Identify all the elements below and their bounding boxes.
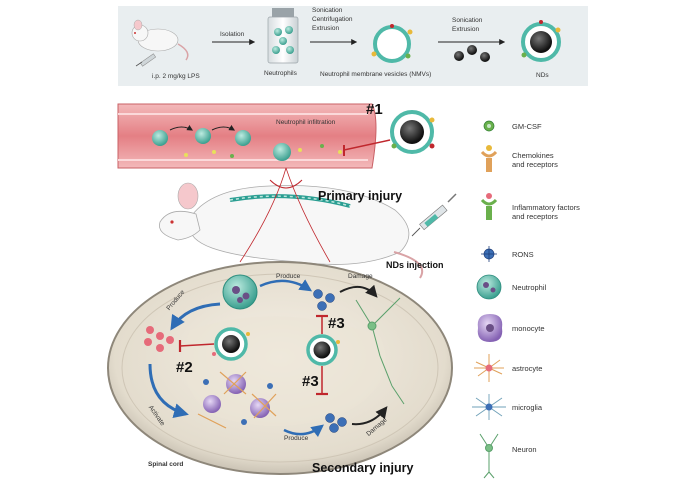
rolling-neutrophil <box>235 130 251 146</box>
neutrophil-icon <box>476 274 502 300</box>
rons-cluster-bottom <box>325 413 347 433</box>
nds-caption: NDs <box>536 72 549 79</box>
spinal-neutrophil <box>222 274 258 310</box>
nmv-vesicle-icon <box>371 24 413 63</box>
legend-label-neutrophil: Neutrophil <box>512 283 547 292</box>
nd-particle-2 <box>212 327 250 361</box>
workflow-band: i.p. 2 mg/kg LPS Isolation Neutrophils S… <box>118 6 588 86</box>
rolling-neutrophil <box>195 128 211 144</box>
secondary-injury-label: Secondary injury <box>312 461 413 475</box>
marker-3b: #3 <box>302 373 319 390</box>
inhibit-infiltration <box>343 139 391 151</box>
blood-vessel <box>117 103 377 169</box>
infiltration-label: Neutrophil infiltration <box>276 119 336 126</box>
gm-csf-icon <box>483 120 495 132</box>
rons-cluster-top <box>313 289 335 311</box>
chemokine-receptor-icon <box>480 145 498 172</box>
legend-label-inflammatory-2: and receptors <box>512 212 558 221</box>
primary-injury-label: Primary injury <box>318 189 402 203</box>
legend-label-gm-csf: GM-CSF <box>512 122 542 131</box>
legend: GM-CSF Chemokines and receptors Inflamma… <box>472 120 580 479</box>
produce-label-3: Produce <box>284 435 309 442</box>
microglia-icon <box>472 394 506 420</box>
produce-arrow-top <box>259 279 313 292</box>
activated-glia-cluster <box>197 371 277 429</box>
damage-label-1: Damage <box>348 273 373 280</box>
step3-line-1: Sonication <box>452 17 483 24</box>
marker-2: #2 <box>176 359 193 376</box>
lps-caption: i.p. 2 mg/kg LPS <box>152 73 200 80</box>
rolling-neutrophil <box>152 130 168 146</box>
nd-particle-3 <box>306 334 340 366</box>
legend-label-chemokines-2: and receptors <box>512 160 558 169</box>
activate-arrow <box>148 363 189 419</box>
marker-1: #1 <box>366 101 383 118</box>
inflammatory-factors-cluster <box>144 326 174 352</box>
monocyte-icon <box>477 314 503 342</box>
legend-label-inflammatory-1: Inflammatory factors <box>512 203 580 212</box>
mouse-icon <box>131 19 189 61</box>
step2-line-3: Extrusion <box>312 25 339 32</box>
neutrophil-bottle-icon <box>267 8 299 64</box>
step3-line-2: Extrusion <box>452 26 479 33</box>
rons-icon <box>481 246 497 262</box>
transmigrating-neutrophil <box>273 143 291 161</box>
legend-label-astrocyte: astrocyte <box>512 364 542 373</box>
produce-arrow-left <box>170 302 221 331</box>
produce-arrow-bottom <box>283 424 324 438</box>
neuron-top <box>355 297 405 405</box>
legend-label-monocyte: monocyte <box>512 324 545 333</box>
inflammatory-receptor-icon <box>480 193 498 220</box>
marker-3a: #3 <box>328 315 345 332</box>
injection-syringe-icon <box>411 193 457 237</box>
step2-line-1: Sonication <box>312 7 343 14</box>
damage-arrow-bottom <box>351 406 388 426</box>
legend-label-chemokines-1: Chemokines <box>512 151 554 160</box>
neuron-icon <box>479 433 499 479</box>
neutrophils-caption: Neutrophils <box>264 70 298 77</box>
spinal-cord-label: Spinal cord <box>148 461 183 468</box>
nmv-caption: Neutrophil membrane vesicles (NMVs) <box>320 71 431 78</box>
legend-label-neuron: Neuron <box>512 445 537 454</box>
legend-label-microglia: microglia <box>512 403 543 412</box>
damage-arrow-top <box>339 284 378 298</box>
legend-label-rons: RONS <box>512 250 534 259</box>
produce-label-1: Produce <box>276 273 301 280</box>
injured-mouse <box>159 167 424 279</box>
astrocyte-icon <box>474 354 504 382</box>
nanoparticle-cores-icon <box>454 45 490 62</box>
isolation-label: Isolation <box>220 31 245 38</box>
injection-label: NDs injection <box>386 260 444 270</box>
workflow-background <box>118 6 588 86</box>
syringe-icon <box>135 53 157 67</box>
nd-particle-icon <box>521 20 561 62</box>
spinal-cord-section <box>107 261 453 475</box>
nd-particle-1 <box>390 110 435 154</box>
step2-line-2: Centrifugation <box>312 16 353 23</box>
